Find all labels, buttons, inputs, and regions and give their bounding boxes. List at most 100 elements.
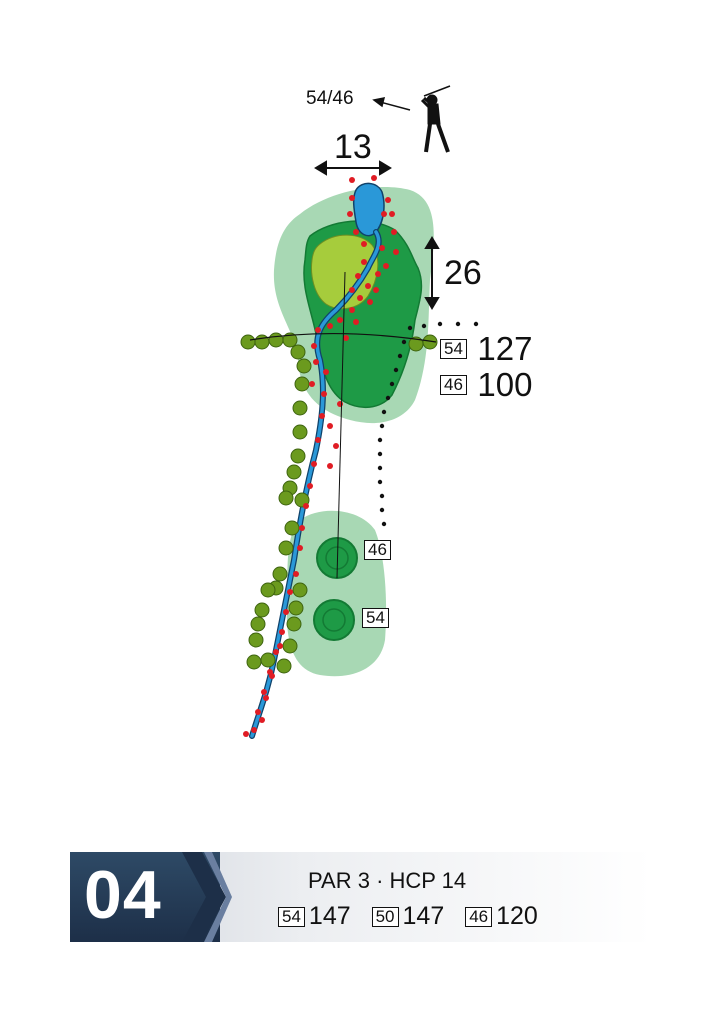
boundary-dot — [473, 321, 479, 327]
hazard-dot — [259, 717, 265, 723]
tee-box-label: 54 — [278, 907, 305, 928]
tree-icon — [240, 334, 256, 350]
hazard-dot — [279, 629, 285, 635]
hazard-dot — [263, 695, 269, 701]
tee-distance: 147 — [402, 902, 445, 930]
tree-icon — [286, 464, 302, 480]
hazard-dot — [371, 175, 377, 181]
golfer-icon — [420, 85, 451, 153]
tee-marker-label: 54 — [362, 608, 389, 628]
water-pond — [352, 182, 385, 237]
hazard-dot — [349, 307, 355, 313]
boundary-dot — [379, 493, 385, 499]
hazard-dot — [307, 483, 313, 489]
rough-area-tees — [286, 510, 387, 677]
hazard-dot — [321, 391, 327, 397]
hazard-dot — [357, 295, 363, 301]
hazard-dot — [389, 211, 395, 217]
boundary-dot — [421, 323, 427, 329]
tee-box-label: 54 — [440, 339, 467, 359]
hazard-dot — [243, 731, 249, 737]
hazard-dot — [303, 503, 309, 509]
hazard-dot — [337, 317, 343, 323]
tree-icon — [278, 540, 294, 556]
tree-icon — [282, 638, 298, 654]
layup-distance: 127 — [477, 330, 533, 367]
boundary-dot — [401, 339, 407, 345]
player-tees-label: 54/46 — [306, 88, 354, 109]
layup-distance: 100 — [477, 366, 533, 403]
hazard-dot — [373, 287, 379, 293]
player-arrow — [372, 97, 411, 111]
hazard-dot — [313, 359, 319, 365]
tree-icon — [292, 424, 308, 440]
hazard-dot — [333, 443, 339, 449]
boundary-dot — [385, 395, 391, 401]
hazard-markers — [243, 175, 399, 737]
green-width-label: 13 — [334, 128, 372, 166]
tree-icon — [288, 600, 304, 616]
tee-distance: 120 — [496, 902, 538, 930]
tree-icon — [290, 344, 306, 360]
hazard-dot — [355, 273, 361, 279]
boundary-dot — [381, 521, 387, 527]
tree-icon — [292, 582, 308, 598]
tee-distance: 147 — [308, 902, 351, 930]
hazard-dot — [327, 323, 333, 329]
hazard-dot — [311, 461, 317, 467]
tee-marker-label: 46 — [364, 540, 391, 560]
hazard-dot — [293, 571, 299, 577]
hazard-dot — [315, 437, 321, 443]
chevron-icon — [182, 852, 232, 942]
hazard-dot — [365, 283, 371, 289]
green-width-arrow — [314, 160, 392, 176]
tee-marker-54: 54 — [362, 608, 389, 628]
tree-icon — [260, 582, 276, 598]
hazard-dot — [349, 287, 355, 293]
hazard-dot — [327, 423, 333, 429]
tee-marker-46: 46 — [364, 540, 391, 560]
tee-box-label: 46 — [440, 375, 467, 395]
tree-icon — [260, 652, 276, 668]
tree-icon — [246, 654, 262, 670]
hazard-dot — [385, 197, 391, 203]
boundary-dot — [393, 367, 399, 373]
hazard-dot — [273, 649, 279, 655]
boundary-dot — [407, 325, 413, 331]
boundary-dot — [379, 507, 385, 513]
hazard-dot — [393, 249, 399, 255]
layup-row-54: 54 127 — [440, 330, 532, 368]
hazard-dot — [319, 413, 325, 419]
tree-icon — [282, 332, 298, 348]
hazard-dot — [287, 589, 293, 595]
tree-icon — [290, 448, 306, 464]
tree-icon — [278, 490, 294, 506]
tree-icon — [296, 358, 312, 374]
hazard-dot — [315, 327, 321, 333]
boundary-dot — [377, 479, 383, 485]
tree-icon — [240, 332, 438, 674]
tree-icon — [268, 332, 284, 348]
tee-box-label: 50 — [371, 907, 399, 928]
hazard-dot — [349, 177, 355, 183]
par-hcp: PAR 3 · HCP 14 — [308, 868, 467, 893]
tree-icon — [250, 616, 266, 632]
boundary-dot — [377, 465, 383, 471]
hazard-dot — [353, 229, 359, 235]
hazard-dot — [349, 195, 355, 201]
green-depth-label: 26 — [444, 254, 482, 292]
green-depth-arrow — [424, 236, 440, 310]
hazard-dot — [277, 643, 283, 649]
boundary-dot — [397, 353, 403, 359]
tree-icon — [284, 520, 300, 536]
hazard-dot — [309, 381, 315, 387]
hazard-dot — [347, 211, 353, 217]
hazard-dot — [361, 259, 367, 265]
boundary-dot — [377, 437, 383, 443]
